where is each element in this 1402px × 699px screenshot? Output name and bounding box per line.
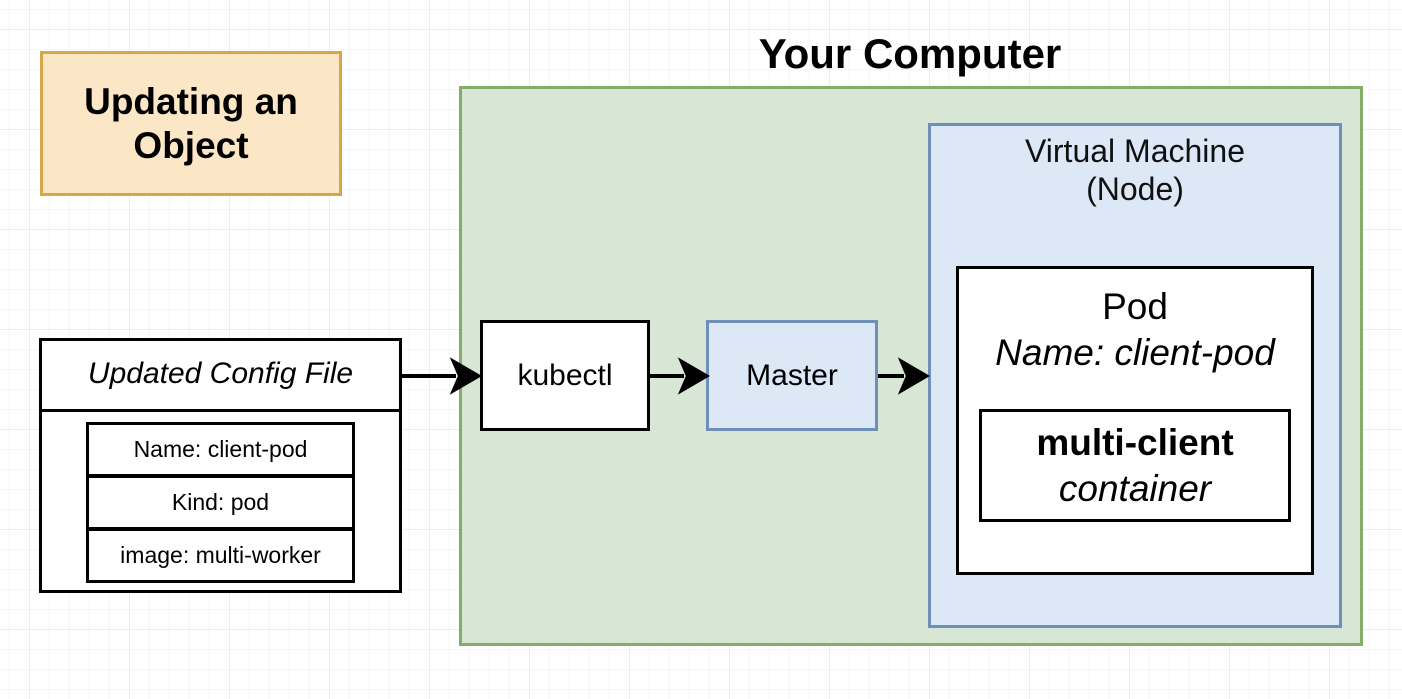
arrow-config-to-kubectl-head xyxy=(449,357,482,395)
diagram-title-line-2: Object xyxy=(133,124,249,166)
pod-label: Pod xyxy=(1102,286,1168,327)
kubectl-box: kubectl xyxy=(480,320,650,431)
diagram-title-line-1: Updating an xyxy=(84,80,298,122)
arrow-master-to-node-head xyxy=(897,357,930,395)
computer-title: Your Computer xyxy=(758,30,1062,77)
pod-name: Name: client-pod xyxy=(995,332,1275,373)
container-name: multi-client xyxy=(1036,421,1234,463)
container-type: container xyxy=(1058,467,1212,509)
pod-title: Pod Name: client-pod xyxy=(956,280,1314,380)
arrow-kubectl-to-master-head xyxy=(677,357,710,395)
config-field-image: image: multi-worker xyxy=(86,528,355,583)
virtual-machine-title: Virtual Machine (Node) xyxy=(928,130,1342,210)
config-field-name: Name: client-pod xyxy=(86,422,355,477)
container-box: multi-client container xyxy=(979,409,1291,522)
config-file-title: Updated Config File xyxy=(39,338,402,412)
virtual-machine-label: Virtual Machine xyxy=(1025,133,1245,169)
node-label: (Node) xyxy=(1086,171,1184,207)
diagram-title-box: Updating an Object xyxy=(40,51,342,196)
